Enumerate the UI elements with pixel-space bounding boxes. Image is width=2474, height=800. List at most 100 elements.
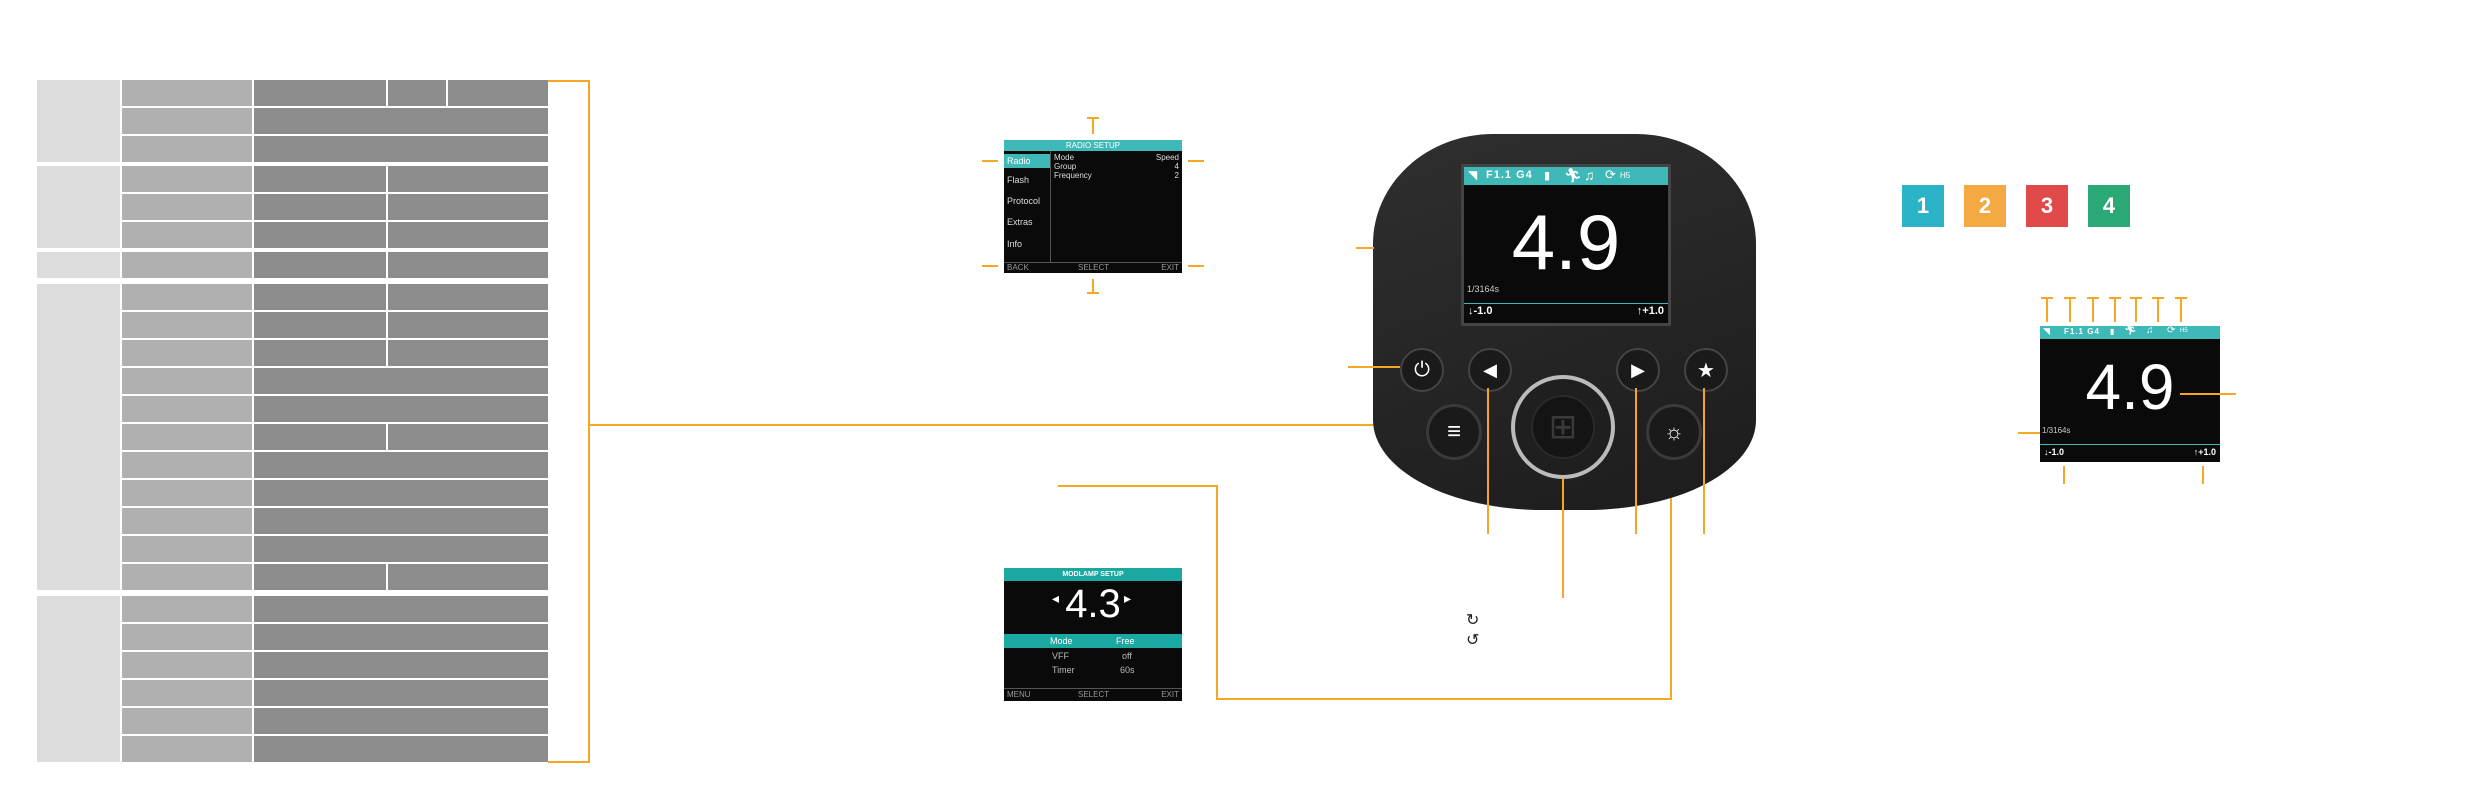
table-cell-label — [122, 368, 252, 394]
modlamp-right-arrow-icon[interactable]: ▸ — [1124, 590, 1132, 606]
right-arrow-button[interactable]: ▶ — [1616, 348, 1660, 392]
menu-button[interactable]: ≡ — [1426, 404, 1482, 460]
device-music-icon: ♫ — [1584, 167, 1595, 183]
pointer-radio-bottom-cap — [1087, 292, 1099, 294]
modlamp-footer-select[interactable]: SELECT — [1078, 690, 1110, 699]
radio-row-mode-value: Speed — [1155, 153, 1179, 162]
menu-item-info[interactable]: Info — [1007, 239, 1023, 249]
table-cell-divider — [386, 424, 388, 450]
menu-item-protocol[interactable]: Protocol — [1007, 196, 1041, 206]
legend-badge-2: 2 — [1964, 185, 2006, 227]
pointer-left-arrow — [1487, 388, 1489, 534]
radio-row-frequency-value: 2 — [1174, 171, 1179, 180]
menu-item-extras[interactable]: Extras — [1007, 217, 1033, 227]
table-cell-value — [254, 368, 548, 394]
pointer-status-cap-5 — [2152, 297, 2164, 299]
modlamp-footer-exit[interactable]: EXIT — [1161, 690, 1179, 699]
small-right-compensation: ↑+1.0 — [2193, 447, 2216, 457]
pointer-power-value — [2180, 393, 2236, 395]
table-cell-label — [122, 452, 252, 478]
pointer-status-5 — [2157, 298, 2159, 322]
table-cell-value — [254, 708, 548, 734]
menu-item-flash[interactable]: Flash — [1007, 175, 1030, 185]
table-cell-label — [122, 736, 252, 762]
favorite-button[interactable]: ★ — [1684, 348, 1728, 392]
table-group-header — [37, 284, 120, 590]
table-cell-label — [122, 166, 252, 192]
star-icon: ★ — [1697, 359, 1715, 382]
pointer-radio-right-bottom — [1188, 265, 1204, 267]
modlamp-row-vff-value: off — [1122, 651, 1132, 661]
rotate-ccw-icon: ↺ — [1466, 632, 1480, 649]
small-battery-icon: ▮ — [2110, 327, 2115, 336]
modlamp-footer-menu[interactable]: MENU — [1007, 690, 1031, 699]
table-cell-label — [122, 396, 252, 422]
table-cell-value — [254, 312, 548, 338]
table-cell-label — [122, 480, 252, 506]
rotate-cw-icon: ↻ — [1466, 612, 1480, 629]
pointer-radio-top — [1092, 118, 1094, 134]
modlamp-row-mode-bg[interactable] — [1004, 634, 1182, 648]
pointer-status-2 — [2092, 298, 2094, 322]
left-arrow-button[interactable]: ◀ — [1468, 348, 1512, 392]
pointer-left-comp — [2063, 466, 2065, 484]
table-group-header — [37, 252, 120, 278]
sun-icon: ☼ — [1663, 419, 1685, 444]
table-cell-label — [122, 108, 252, 134]
connector-modlamp-h1 — [1058, 485, 1218, 487]
connector-modlamp-v2 — [1670, 452, 1672, 700]
table-cell-value — [254, 452, 548, 478]
pointer-status-6 — [2180, 298, 2182, 322]
pointer-status-0 — [2046, 298, 2048, 322]
table-cell-divider — [446, 80, 448, 106]
table-cell-label — [122, 536, 252, 562]
small-status-bar — [2040, 326, 2220, 339]
modlamp-title: MODLAMP SETUP — [1004, 568, 1182, 581]
dial-logo-icon: ⊞ — [1531, 395, 1595, 459]
menu-structure-table — [0, 0, 560, 800]
table-cell-value — [254, 284, 548, 310]
table-cell-value — [254, 136, 548, 162]
connector-modlamp-v1 — [1216, 485, 1218, 700]
table-cell-label — [122, 136, 252, 162]
small-power-value: 4.9 — [2085, 351, 2175, 423]
table-cell-value — [254, 396, 548, 422]
small-rotate-icon: ⟳ — [2167, 326, 2176, 336]
radio-row-group-label: Group — [1054, 162, 1077, 171]
legend-badge-1: 1 — [1902, 185, 1944, 227]
pointer-dial — [1562, 478, 1564, 598]
table-cell-divider — [386, 194, 388, 220]
modlamp-row-mode-label: Mode — [1050, 636, 1073, 646]
pointer-radio-left-top — [982, 160, 998, 162]
table-cell-value — [254, 680, 548, 706]
pointer-favorite — [1703, 388, 1705, 534]
small-running-icon: 🏃︎ — [2124, 326, 2137, 336]
radio-footer-select[interactable]: SELECT — [1078, 263, 1110, 272]
pointer-shutter — [2018, 432, 2040, 434]
control-dial[interactable]: ⊞ — [1511, 375, 1615, 479]
pointer-status-1 — [2069, 298, 2071, 322]
radio-setup-screen: RADIO SETUP Radio Flash Protocol Extras … — [1004, 140, 1182, 273]
table-cell-label — [122, 312, 252, 338]
radio-footer-back[interactable]: BACK — [1007, 263, 1029, 272]
menu-item-radio[interactable]: Radio — [1004, 154, 1050, 168]
pointer-right-comp — [2202, 466, 2204, 484]
pointer-status-cap-2 — [2087, 297, 2099, 299]
small-screen-divider — [2040, 444, 2220, 445]
small-left-compensation: ↓-1.0 — [2044, 447, 2065, 457]
device-status-bar — [1464, 167, 1668, 185]
triangle-left-icon: ◀ — [1483, 359, 1497, 380]
table-cell-label — [122, 80, 252, 106]
device-screen: ◥ F1.1 G4 ▮ 🏃︎ ♫ ⟳ H5 4.9 1/3164s ↓-1.0 … — [1461, 164, 1671, 326]
power-button[interactable]: ⏻ — [1400, 348, 1444, 392]
radio-footer-exit[interactable]: EXIT — [1161, 263, 1179, 272]
modlamp-left-arrow-icon[interactable]: ◂ — [1052, 590, 1060, 606]
modlamp-row-mode-value: Free — [1116, 636, 1135, 646]
brightness-button[interactable]: ☼ — [1646, 404, 1702, 460]
table-cell-value — [254, 80, 548, 106]
power-icon: ⏻ — [1414, 358, 1430, 381]
device-left-compensation: ↓-1.0 — [1468, 305, 1493, 317]
radio-row-group-value: 4 — [1174, 162, 1179, 171]
pointer-device-body — [1356, 247, 1374, 249]
radio-setup-title: RADIO SETUP — [1004, 140, 1182, 151]
